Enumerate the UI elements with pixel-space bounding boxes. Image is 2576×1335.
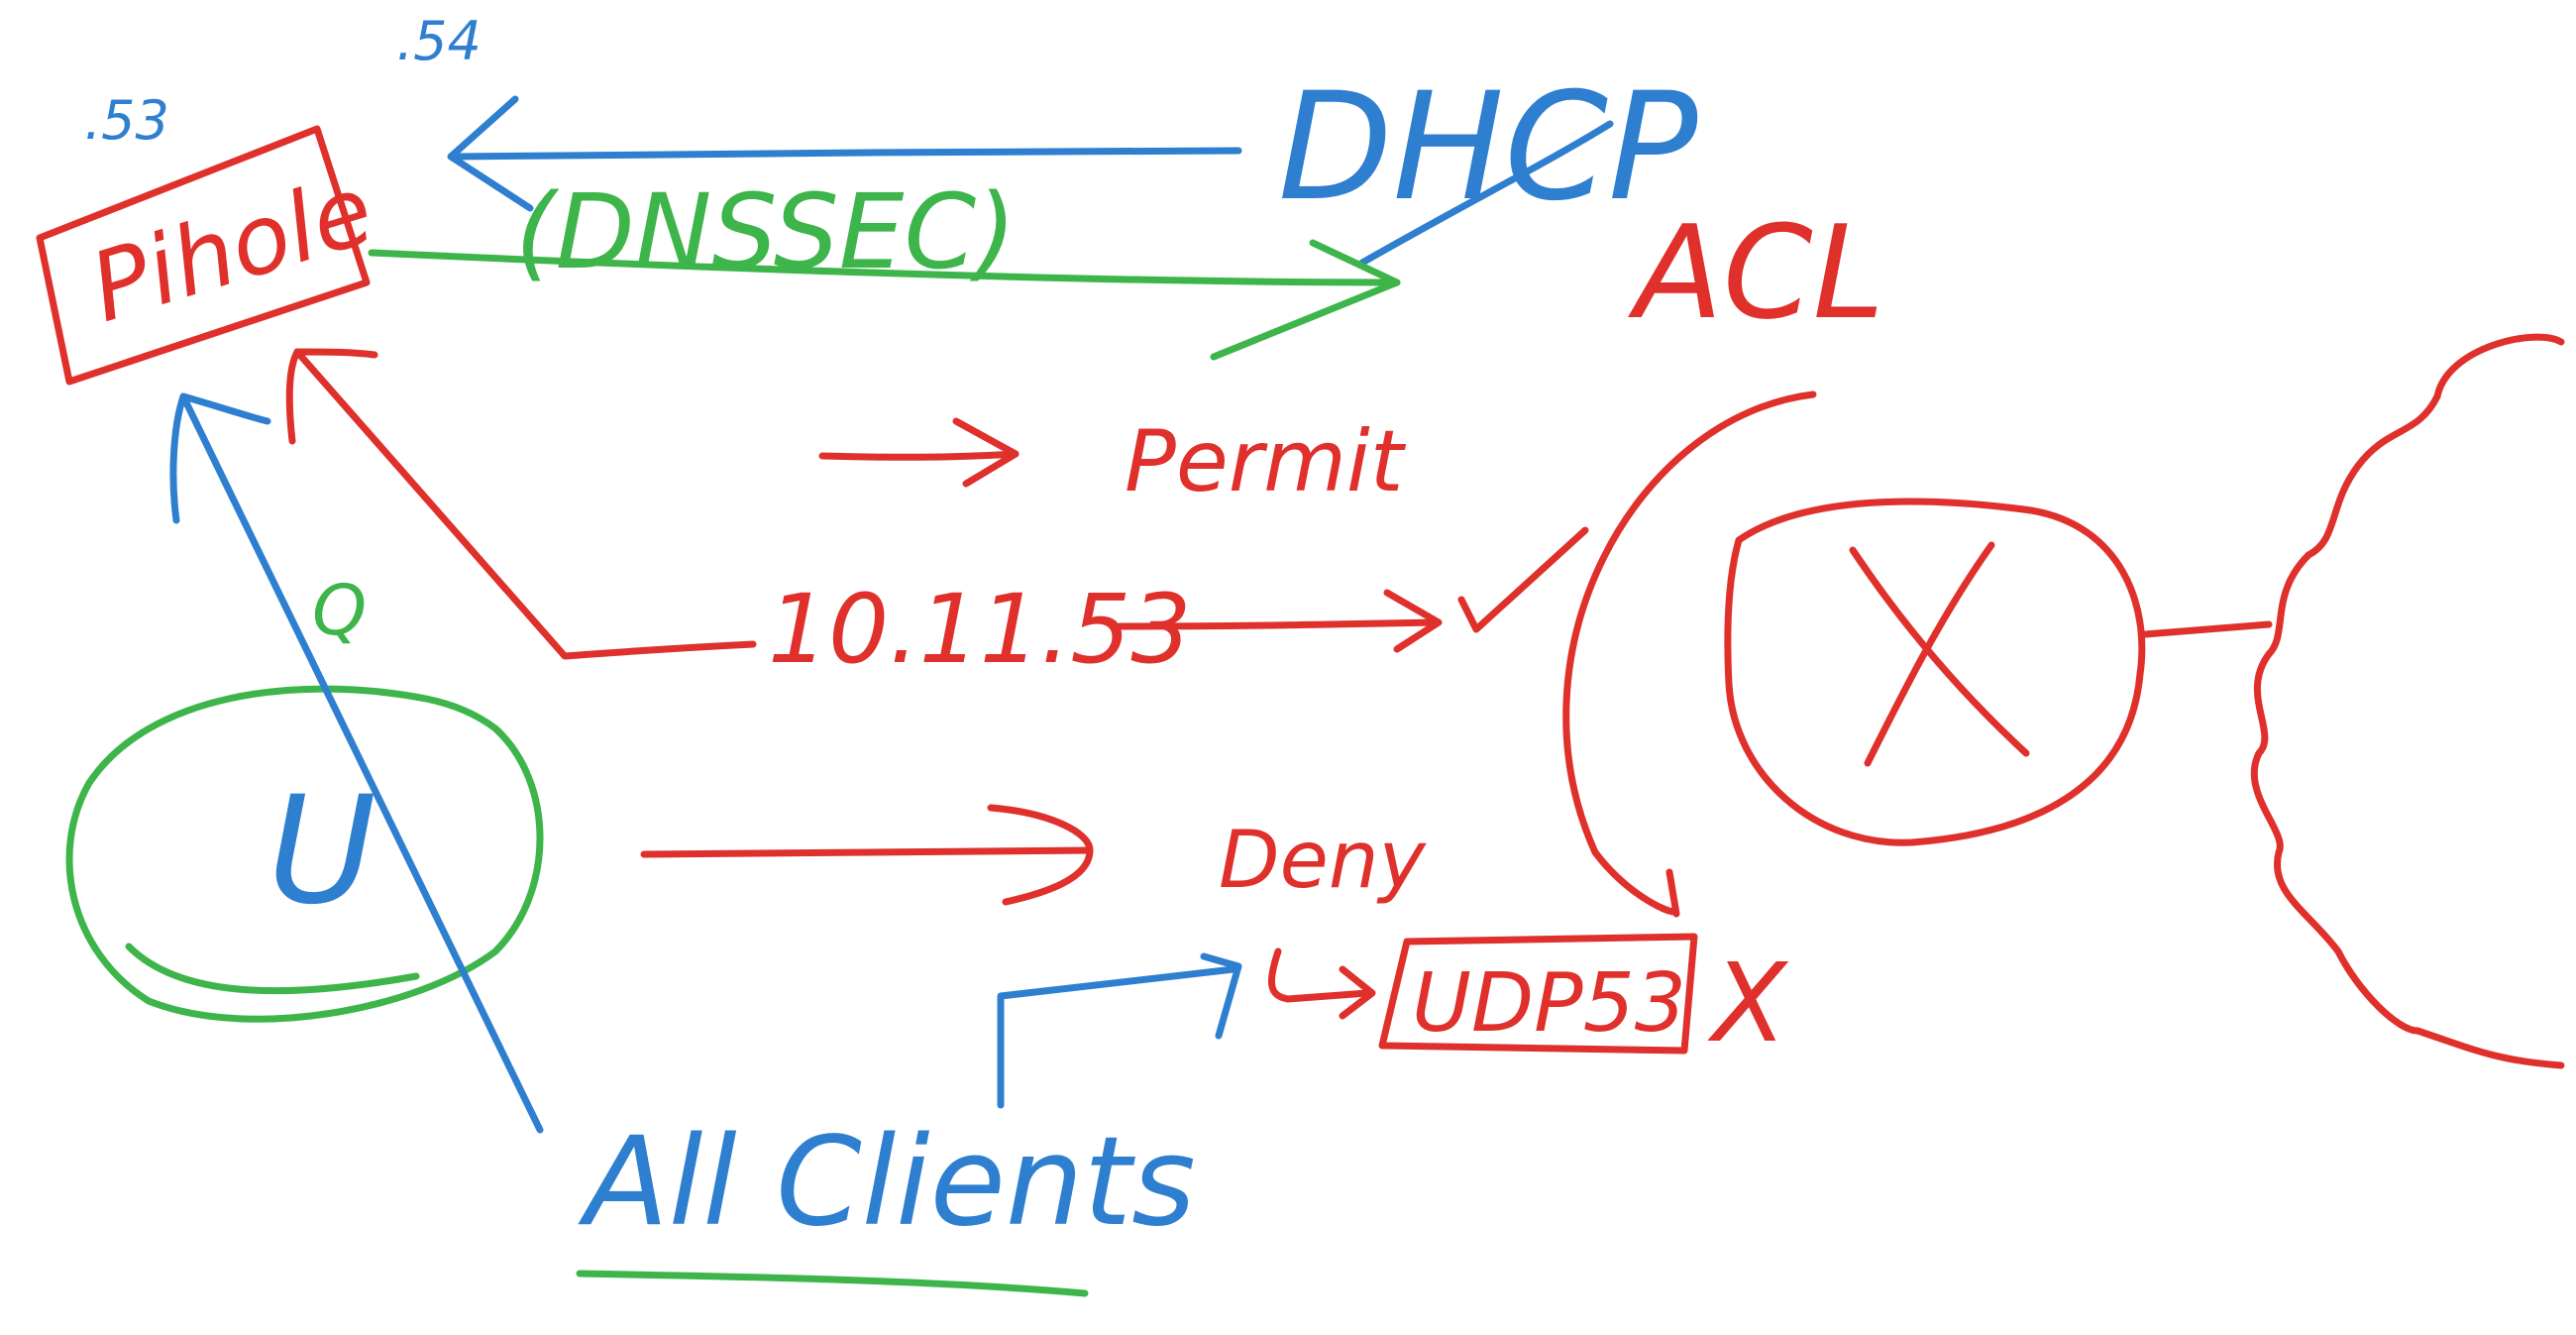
acl-bracket-arrowhead bbox=[1665, 868, 1680, 918]
dhcp-octet-label: .54 bbox=[396, 10, 482, 72]
clients-to-pihole-arrowhead bbox=[169, 392, 271, 524]
udp53-label: UDP53 bbox=[1412, 956, 1686, 1051]
udp53-box bbox=[1378, 933, 1698, 1055]
dhcp-to-pihole-arrowhead bbox=[447, 95, 534, 212]
permit-arrow bbox=[818, 450, 1020, 461]
router-x-stroke-2 bbox=[1864, 541, 1995, 767]
acl-label: ACL bbox=[1628, 197, 1884, 348]
all-clients-underline bbox=[576, 1270, 1089, 1297]
clients-to-udp-arrow bbox=[997, 965, 1237, 1109]
deny-hook-arrowhead bbox=[1339, 965, 1376, 1020]
pihole-octet-label: .53 bbox=[84, 89, 169, 152]
deny-hook-arrow bbox=[1267, 947, 1371, 1003]
acl-bracket bbox=[1562, 390, 1817, 916]
pihole-label: Pihole bbox=[78, 154, 385, 344]
udp53-node: UDP53 bbox=[1378, 933, 1698, 1055]
deny-label: Deny bbox=[1219, 814, 1428, 906]
udp53-deny-x: X bbox=[1707, 940, 1789, 1066]
dhcp-underline bbox=[1358, 120, 1614, 267]
router-circle bbox=[1724, 498, 2146, 846]
permit-checkmark bbox=[1457, 526, 1589, 633]
permit-arrowhead bbox=[952, 417, 1020, 488]
user-node: U bbox=[65, 685, 544, 1023]
pihole-to-dhcp-arrow bbox=[368, 249, 1401, 286]
dhcp-to-pihole-arrow bbox=[452, 147, 1242, 161]
dhcp-label: DHCP bbox=[1278, 61, 1698, 234]
pihole-to-dhcp-arrowhead bbox=[1210, 239, 1401, 361]
clients-to-pihole-arrow bbox=[179, 392, 544, 1134]
ip-to-acl-arrow bbox=[1116, 618, 1441, 630]
user-to-deny-arrowhead bbox=[987, 804, 1094, 906]
user-circle-underline bbox=[125, 943, 420, 995]
internet-cloud bbox=[2250, 333, 2565, 1069]
ip-return-arrowhead bbox=[285, 348, 378, 445]
all-clients-label: All Clients bbox=[578, 1111, 1196, 1254]
pihole-node: Pihole bbox=[36, 125, 385, 386]
router-to-cloud-line bbox=[2141, 620, 2273, 638]
ip-to-acl-arrowhead bbox=[1383, 589, 1443, 653]
q-label: Q bbox=[312, 570, 367, 651]
router-x-stroke-1 bbox=[1849, 546, 2030, 757]
permit-label: Permit bbox=[1125, 412, 1407, 511]
router-node bbox=[1724, 498, 2146, 846]
user-to-deny-arrow bbox=[640, 846, 1094, 858]
user-circle bbox=[65, 685, 544, 1023]
ip-return-path bbox=[293, 348, 757, 660]
pihole-box bbox=[36, 125, 371, 386]
clients-to-udp-arrowhead bbox=[1200, 952, 1242, 1040]
user-label: U bbox=[268, 765, 376, 938]
